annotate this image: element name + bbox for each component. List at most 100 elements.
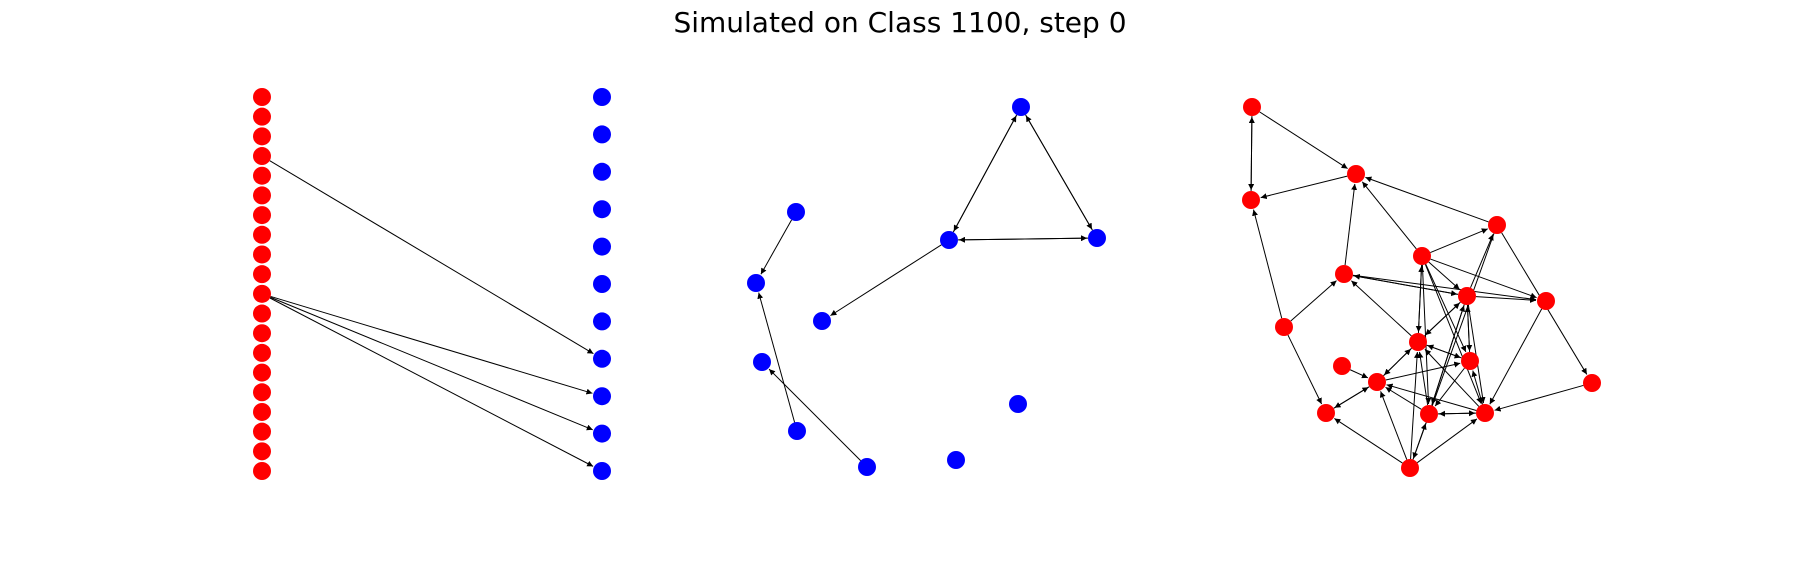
red-graph-edge [1365, 176, 1489, 223]
bipartite-edge [270, 296, 593, 431]
blue-graph-edge [952, 115, 1017, 233]
red-graph-edge [1383, 348, 1412, 377]
bipartite-left-node [253, 206, 271, 225]
bipartite-right-node [593, 349, 611, 368]
red-graph-node [1243, 98, 1261, 116]
bipartite-left-node [253, 343, 271, 362]
red-graph-edge [1464, 305, 1471, 353]
red-graph-edge [1471, 370, 1483, 405]
red-graph-edge [1438, 410, 1477, 417]
bipartite-left-node [253, 166, 271, 185]
red-graph-edge [1425, 263, 1467, 353]
red-graph-node [1401, 459, 1419, 477]
red-graph-node [1461, 352, 1479, 370]
blue-graph-node [940, 231, 958, 249]
red-graph-edge [1385, 386, 1422, 410]
bipartite-left-node [253, 422, 271, 441]
bipartite-right-node [593, 387, 611, 406]
bipartite-right-node [593, 424, 611, 443]
red-graph-edge [1489, 308, 1543, 405]
nodes-layer [253, 88, 1601, 480]
blue-graph-node [813, 312, 831, 330]
bipartite-left-node [253, 127, 271, 146]
bipartite-right-node [593, 275, 611, 293]
red-graph-edge [1287, 334, 1323, 405]
red-graph-edge [1417, 265, 1425, 334]
blue-graph-edge [760, 219, 793, 275]
red-graph-edge [1260, 175, 1348, 200]
blue-graph-node [1009, 395, 1027, 413]
red-graph-edge [1352, 274, 1537, 302]
red-graph-edge [1248, 116, 1255, 192]
blue-graph-node [788, 422, 806, 440]
red-graph-edge [1252, 209, 1283, 319]
red-graph-node [1488, 216, 1506, 234]
bipartite-edge [269, 160, 594, 355]
red-graph-node [1458, 287, 1476, 305]
red-graph-edge [1349, 369, 1369, 379]
red-graph-node [1333, 357, 1351, 375]
red-graph-edge [1412, 423, 1427, 460]
red-graph-edge [1424, 348, 1480, 407]
bipartite-right-node [593, 462, 611, 480]
blue-graph-node [858, 458, 876, 476]
bipartite-left-node [253, 284, 271, 303]
bipartite-left-node [253, 304, 271, 323]
red-graph-node [1413, 247, 1431, 265]
red-graph-edge [1333, 386, 1369, 409]
red-graph-edge [1467, 304, 1486, 404]
blue-graph-edge [958, 236, 1089, 243]
red-graph-node [1347, 165, 1365, 183]
edges-layer [269, 111, 1588, 467]
bipartite-right-node [593, 162, 611, 181]
red-graph-node [1317, 404, 1335, 422]
red-graph-edge [1494, 384, 1584, 412]
red-graph-edge [1410, 351, 1420, 460]
red-graph-edge [1344, 183, 1358, 266]
red-graph-node [1368, 373, 1386, 391]
red-graph-edge [1431, 305, 1465, 406]
red-graph-edge [1427, 344, 1462, 359]
red-graph-node [1275, 318, 1293, 336]
blue-graph-node [787, 203, 805, 221]
bipartite-left-node [253, 324, 271, 343]
blue-graph-node [747, 274, 765, 292]
red-graph-edge [1475, 296, 1537, 303]
blue-graph-node [1012, 98, 1030, 116]
red-graph-edge [1430, 258, 1537, 299]
blue-graph-edge [757, 292, 796, 423]
red-graph-edge [1334, 418, 1403, 464]
red-graph-node [1335, 265, 1353, 283]
red-graph-node [1583, 374, 1601, 392]
blue-graph-edge [768, 368, 861, 461]
figure-title: Simulated on Class 1100, step 0 [673, 6, 1127, 39]
red-graph-edge [1470, 234, 1494, 288]
bipartite-right-node [593, 125, 611, 144]
blue-graph-node [947, 451, 965, 469]
bipartite-edge [269, 297, 594, 467]
bipartite-right-node [593, 237, 611, 256]
bipartite-left-node [253, 442, 271, 461]
bipartite-left-node [253, 363, 271, 382]
bipartite-left-node [253, 147, 271, 166]
red-graph-edge [1259, 111, 1348, 170]
red-graph-edge [1430, 228, 1488, 254]
red-graph-edge [1428, 261, 1460, 290]
bipartite-right-node [593, 200, 611, 219]
bipartite-right-node [593, 88, 611, 106]
red-graph-edge [1386, 383, 1477, 411]
red-graph-edge [1416, 418, 1478, 464]
bipartite-right-node [593, 312, 611, 331]
bipartite-edge [270, 295, 593, 395]
red-graph-node [1420, 405, 1438, 423]
bipartite-left-node [253, 402, 271, 421]
red-graph-edge [1353, 273, 1459, 295]
blue-graph-node [753, 353, 771, 371]
red-graph-node [1476, 404, 1494, 422]
bipartite-left-node [253, 462, 271, 480]
red-graph-node [1537, 292, 1555, 310]
blue-graph-node [1088, 229, 1106, 247]
bipartite-left-node [253, 265, 271, 284]
red-graph-edge [1290, 280, 1337, 322]
